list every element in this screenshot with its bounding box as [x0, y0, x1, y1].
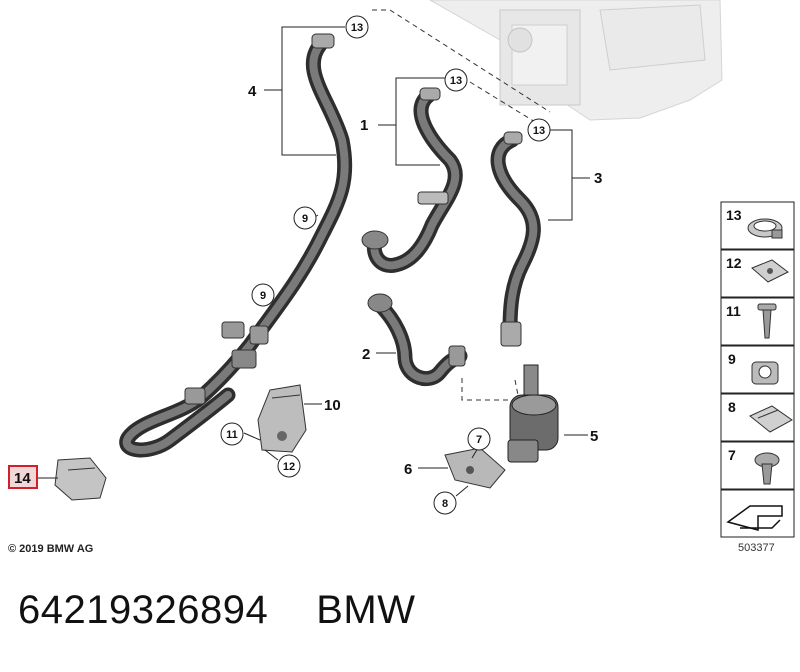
circled-callout-7: 7 [467, 427, 491, 451]
callout-10: 10 [324, 397, 341, 414]
svg-text:8: 8 [442, 498, 448, 510]
legend-item-12[interactable]: 12 [720, 249, 795, 298]
callout-5: 5 [590, 428, 598, 445]
callout-4: 4 [248, 83, 257, 100]
legend-item-direction[interactable] [720, 489, 795, 538]
hose-clamp-icon [747, 218, 783, 239]
legend-item-13[interactable]: 13 [720, 201, 795, 250]
svg-text:7: 7 [728, 447, 736, 463]
callout-6: 6 [404, 461, 412, 478]
fastener-legend: 13 12 11 9 [720, 201, 795, 538]
svg-text:11: 11 [226, 429, 238, 441]
part-number: 64219326894 [18, 588, 269, 632]
callout-14-label: 14 [14, 470, 31, 487]
screw-icon [757, 303, 777, 339]
dashed-reference-lines [372, 9, 551, 401]
direction-arrow-icon [726, 505, 783, 531]
svg-text:13: 13 [450, 75, 462, 87]
hose-holder-icon [751, 361, 779, 385]
svg-text:7: 7 [476, 434, 482, 446]
svg-text:11: 11 [726, 303, 741, 319]
hose-4-assembly [119, 33, 353, 458]
circled-callout-9a: 9 [293, 206, 317, 230]
circled-callout-13a: 13 [345, 15, 369, 39]
diagram-reference-code: 503377 [738, 542, 775, 554]
circled-callout-13c: 13 [527, 118, 551, 142]
circled-callout-13b: 13 [444, 68, 468, 92]
legend-item-8[interactable]: 8 [720, 393, 795, 442]
circled-callout-12: 12 [277, 454, 301, 478]
circled-callout-8: 8 [433, 491, 457, 515]
electric-water-pump-illustration [507, 364, 559, 463]
svg-text:12: 12 [283, 461, 295, 473]
svg-text:13: 13 [726, 207, 742, 223]
svg-text:13: 13 [533, 125, 545, 137]
hose-3-assembly [490, 131, 541, 347]
svg-text:12: 12 [726, 255, 742, 271]
spring-nut-icon [749, 405, 793, 433]
svg-text:13: 13 [351, 22, 363, 34]
svg-text:9: 9 [302, 213, 308, 225]
pump-bracket-illustration [444, 447, 506, 489]
hose-2-assembly [367, 293, 468, 387]
holder-14-illustration [54, 457, 107, 501]
part-caption: 64219326894 BMW [18, 588, 415, 633]
callout-2: 2 [362, 346, 370, 363]
highlighted-callout-14[interactable]: 14 [8, 465, 38, 489]
circled-callout-9b: 9 [251, 283, 275, 307]
hose-1-assembly [361, 87, 463, 273]
engine-block-illustration [428, 0, 723, 121]
callout-1: 1 [360, 117, 368, 134]
callout-3: 3 [594, 170, 602, 187]
bolt-icon [754, 452, 780, 485]
legend-item-7[interactable]: 7 [720, 441, 795, 490]
legend-item-11[interactable]: 11 [720, 297, 795, 346]
svg-text:8: 8 [728, 399, 736, 415]
legend-item-9[interactable]: 9 [720, 345, 795, 394]
copyright-notice: © 2019 BMW AG [8, 543, 94, 555]
svg-text:9: 9 [260, 290, 266, 302]
brand-name: BMW [316, 588, 416, 632]
svg-text:9: 9 [728, 351, 736, 367]
circled-callout-11: 11 [220, 422, 244, 446]
hose-holder-10-illustration [257, 384, 307, 453]
bracket-lines [264, 26, 590, 221]
clip-nut-icon [751, 259, 789, 283]
